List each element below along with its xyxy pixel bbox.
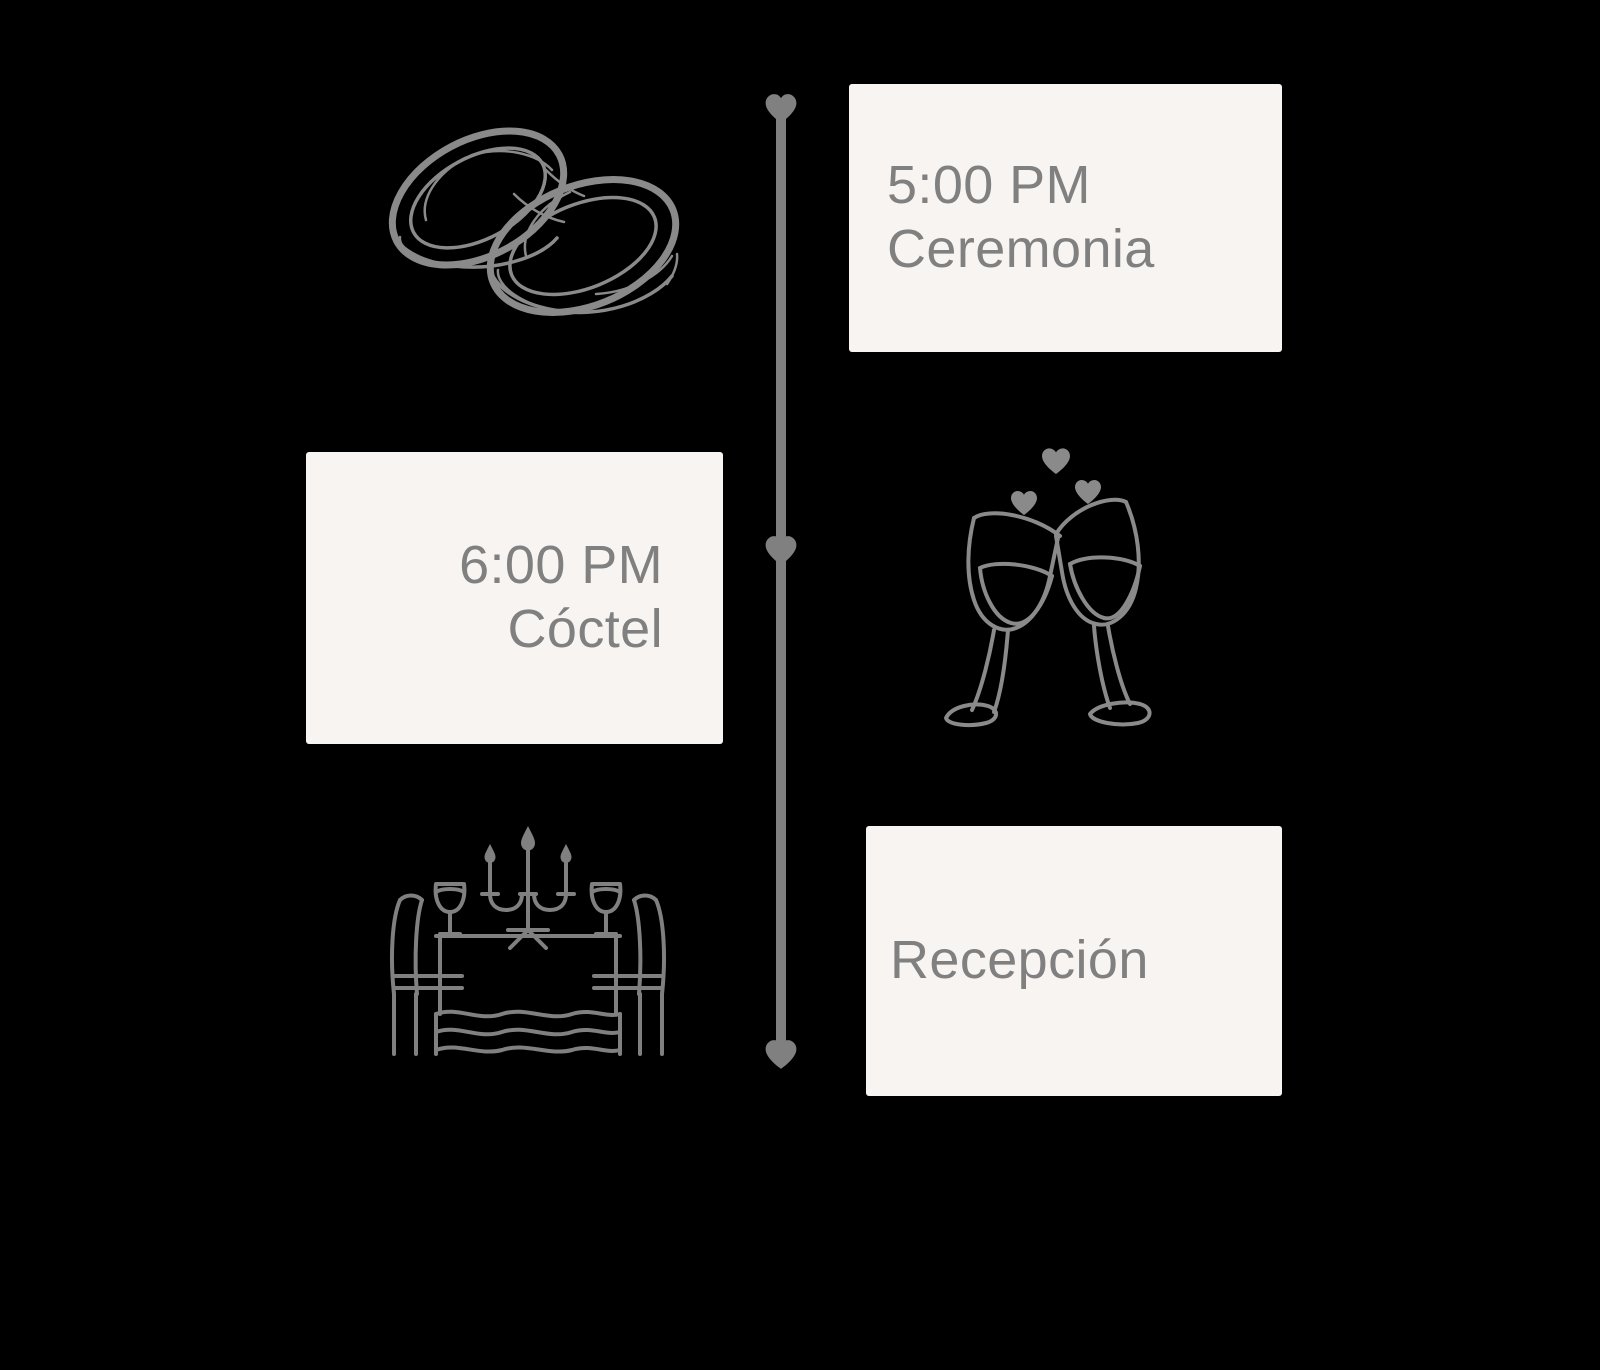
timeline-axis — [776, 118, 786, 1058]
ceremony-time: 5:00 PM — [887, 155, 1091, 216]
wedding-rings-icon — [368, 98, 694, 346]
timeline-card-ceremony[interactable]: 5:00 PM Ceremonia — [849, 84, 1282, 352]
timeline-card-reception[interactable]: Recepción — [866, 826, 1282, 1096]
toasting-glasses-icon — [912, 442, 1180, 732]
heart-icon — [764, 92, 798, 126]
dinner-table-icon — [378, 808, 678, 1056]
heart-icon — [764, 1038, 798, 1072]
reception-name: Recepción — [890, 930, 1149, 991]
ceremony-name: Ceremonia — [887, 219, 1155, 279]
cocktail-time: 6:00 PM — [459, 535, 663, 596]
timeline-card-cocktail[interactable]: 6:00 PM Cóctel — [306, 452, 723, 744]
heart-icon — [764, 534, 798, 568]
cocktail-name: Cóctel — [507, 599, 663, 659]
